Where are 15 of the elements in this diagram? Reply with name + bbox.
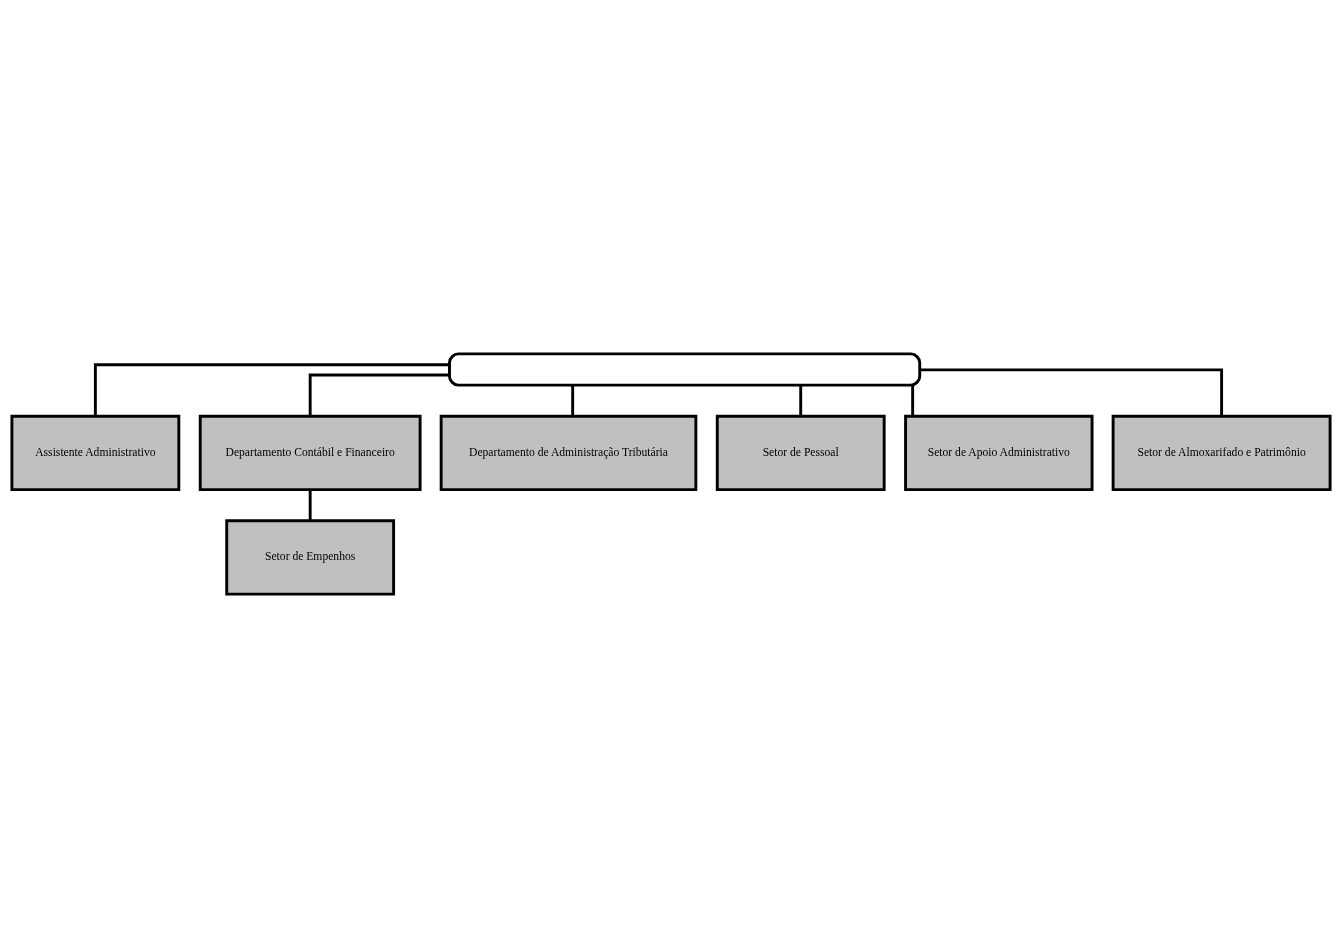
node-box: Setor de Empenhos <box>225 519 396 596</box>
node-box: Setor de Almoxarifado e Patrimônio <box>1111 414 1332 492</box>
node-box <box>448 352 922 387</box>
connector <box>911 385 915 417</box>
connector <box>799 385 803 417</box>
connector <box>308 373 450 417</box>
node-box: Setor de Apoio Administrativo <box>904 414 1094 492</box>
node-box: Departamento Contábil e Financeiro <box>198 414 422 492</box>
node-box: Assistente Administrativo <box>10 414 181 492</box>
connector <box>93 363 450 417</box>
node-box: Departamento de Administração Tributária <box>439 414 698 492</box>
connector <box>571 385 575 417</box>
connector <box>308 489 312 521</box>
connector <box>919 368 1224 417</box>
node-box: Setor de Pessoal <box>715 414 886 492</box>
